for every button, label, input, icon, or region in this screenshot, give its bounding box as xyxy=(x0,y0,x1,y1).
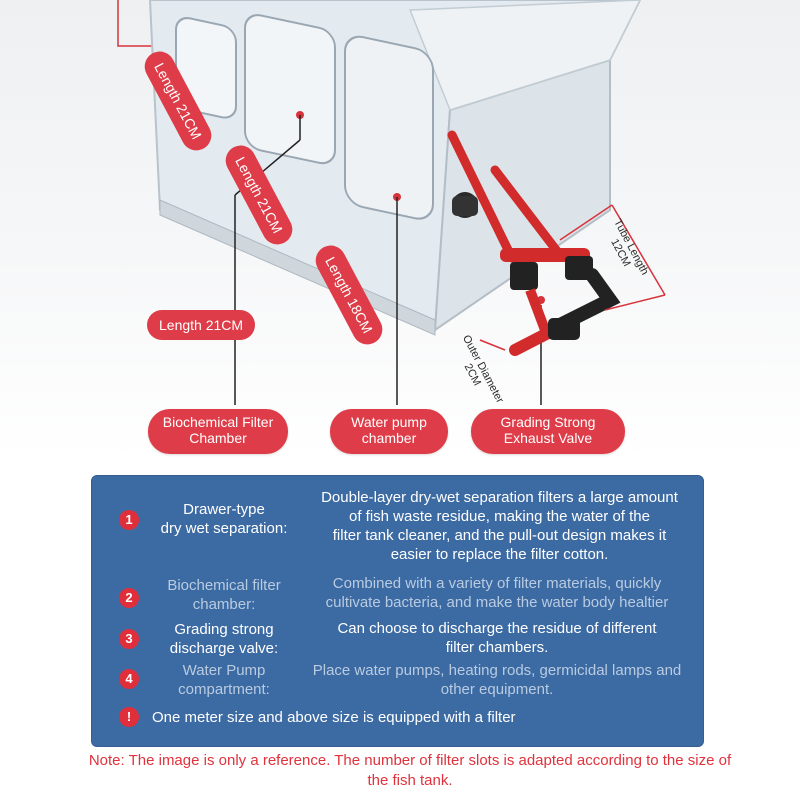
features-panel: 1 Drawer-type dry wet separation: Double… xyxy=(91,475,704,747)
chamber-label-line: chamber xyxy=(361,430,417,446)
chamber-label-line: Chamber xyxy=(189,430,247,446)
exclamation-icon: ! xyxy=(119,707,139,727)
feature-description: Place water pumps, heating rods, germici… xyxy=(312,662,682,698)
feature-title: Water Pump compartment: xyxy=(178,662,270,698)
feature-number-badge: 1 xyxy=(119,510,139,530)
filter-note-text: One meter size and above size is equippe… xyxy=(152,709,516,726)
feature-title: Biochemical filter chamber: xyxy=(167,577,281,613)
chamber-label-line: Grading Strong xyxy=(500,414,596,430)
filter-tank-illustration xyxy=(117,0,666,405)
chamber-label-exhaust-valve: Grading Strong Exhaust Valve xyxy=(471,409,625,454)
feature-description: Combined with a variety of filter materi… xyxy=(325,575,669,611)
chamber-label-line: Water pump xyxy=(351,414,427,430)
feature-title: Grading strong discharge valve: xyxy=(169,621,279,657)
chamber-label-water-pump: Water pump chamber xyxy=(330,409,448,454)
product-image-area: Length 21CM Length 21CM Length 18CM Leng… xyxy=(0,0,800,460)
feature-title: Drawer-type dry wet separation: xyxy=(160,501,288,537)
reference-note: Note: The image is only a reference. The… xyxy=(88,752,732,789)
chamber-label-line: Exhaust Valve xyxy=(503,430,593,446)
chamber-label-biochemical: Biochemical Filter Chamber xyxy=(148,409,288,454)
feature-number-badge: 2 xyxy=(119,588,139,608)
feature-description: Double-layer dry-wet separation filters … xyxy=(321,489,678,563)
feature-number-badge: 3 xyxy=(119,629,139,649)
feature-number-badge: 4 xyxy=(119,669,139,689)
length-label-4: Length 21CM xyxy=(147,310,256,340)
chamber-label-line: Biochemical Filter xyxy=(162,414,274,430)
feature-description: Can choose to discharge the residue of d… xyxy=(337,620,657,656)
